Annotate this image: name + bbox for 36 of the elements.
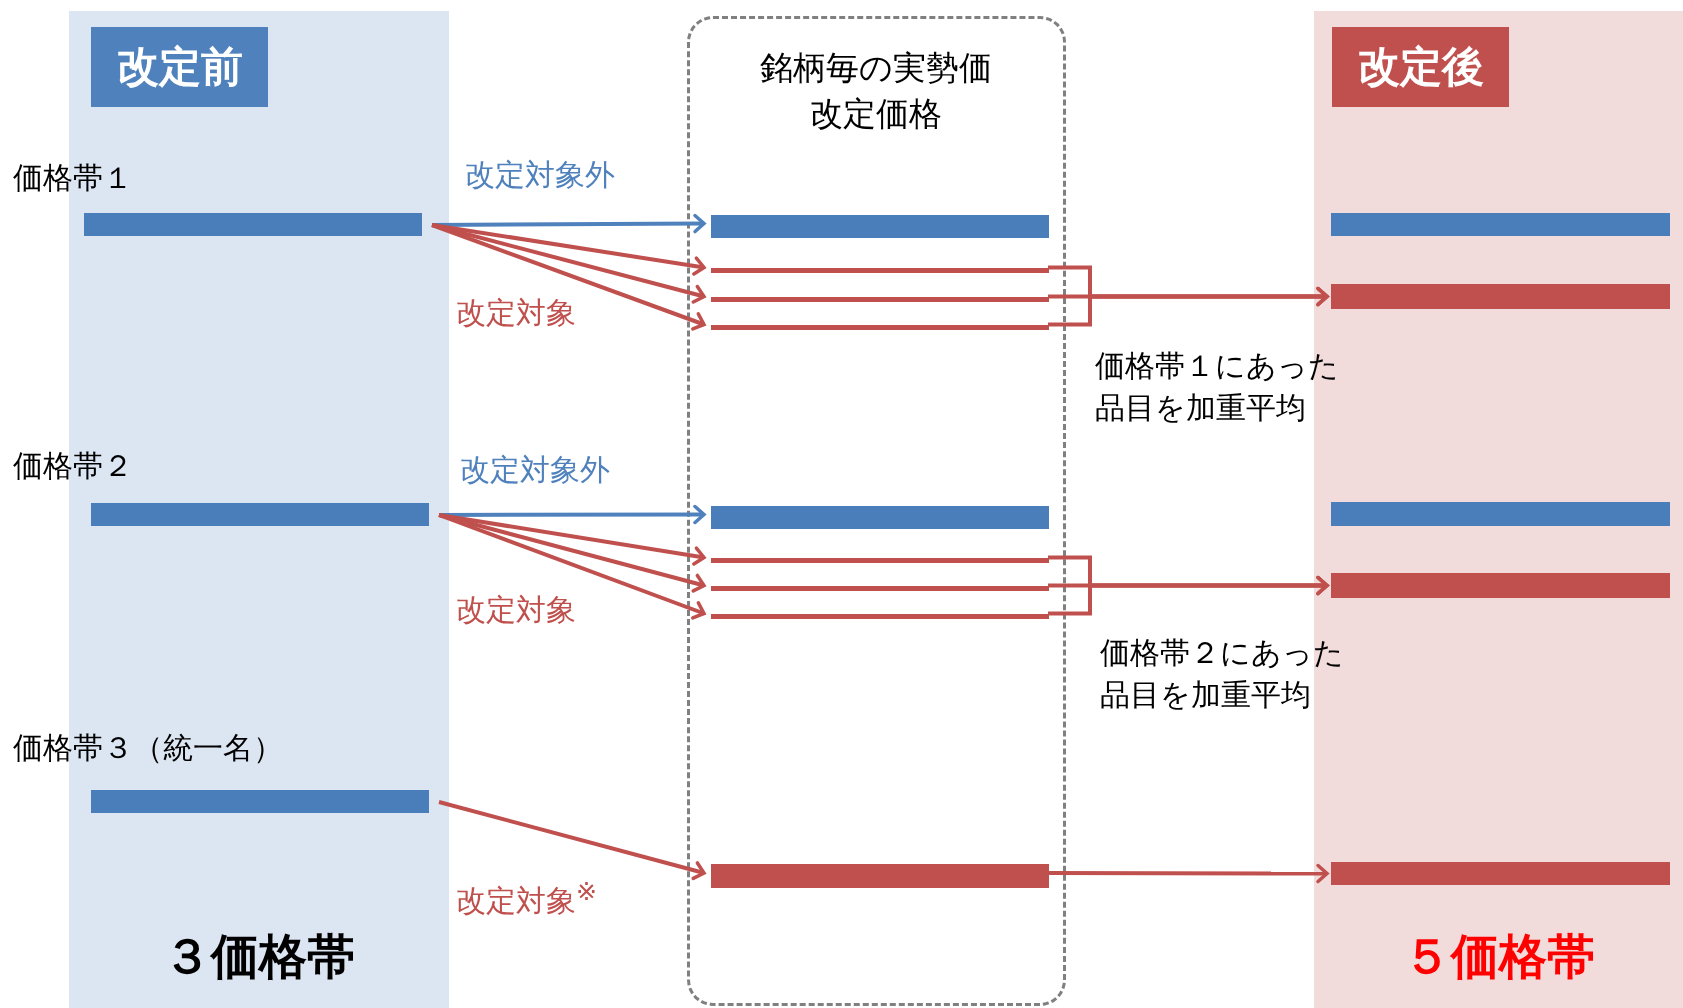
price-bar xyxy=(1331,284,1670,309)
price-bar xyxy=(711,864,1049,888)
arrow xyxy=(432,213,706,234)
edge-label: 改定対象 xyxy=(456,294,576,332)
arrow xyxy=(438,513,706,620)
edge-label: 改定対象 xyxy=(456,591,576,629)
section-heading: 改定前 xyxy=(91,27,268,107)
edge-label: 改定対象外 xyxy=(460,451,610,489)
dashed-frame xyxy=(687,16,1066,1006)
panel-total: ３価格帯 xyxy=(162,927,356,986)
arrow xyxy=(438,800,706,881)
arrow xyxy=(1048,575,1329,616)
arrow xyxy=(431,223,706,304)
band-label: 価格帯３（統一名） xyxy=(13,729,283,767)
arrow xyxy=(438,513,706,593)
note-text: 価格帯１にあった品目を加重平均 xyxy=(1095,347,1340,427)
price-bar xyxy=(1331,213,1670,236)
price-bar xyxy=(1331,862,1670,885)
arrow xyxy=(438,513,706,566)
edge-label: 改定対象外 xyxy=(465,156,615,194)
band-label: 価格帯１ xyxy=(13,159,133,197)
arrow xyxy=(439,504,706,525)
arrow xyxy=(1048,863,1329,884)
arrow xyxy=(431,223,706,331)
edge-label: 改定対象$^{※}$ xyxy=(456,877,597,920)
frame-title: 銘柄毎の実勢価改定価格 xyxy=(759,47,994,135)
section-heading: 改定後 xyxy=(1332,27,1509,107)
price-bar xyxy=(711,215,1049,238)
arrow xyxy=(1048,286,1329,327)
arrow xyxy=(431,223,706,276)
band-label: 価格帯２ xyxy=(13,447,133,485)
price-bar xyxy=(1331,502,1670,526)
panel-total: ５価格帯 xyxy=(1401,927,1596,986)
price-bar xyxy=(711,506,1049,529)
note-text: 価格帯２にあった品目を加重平均 xyxy=(1100,634,1345,714)
price-bar xyxy=(1331,573,1670,598)
